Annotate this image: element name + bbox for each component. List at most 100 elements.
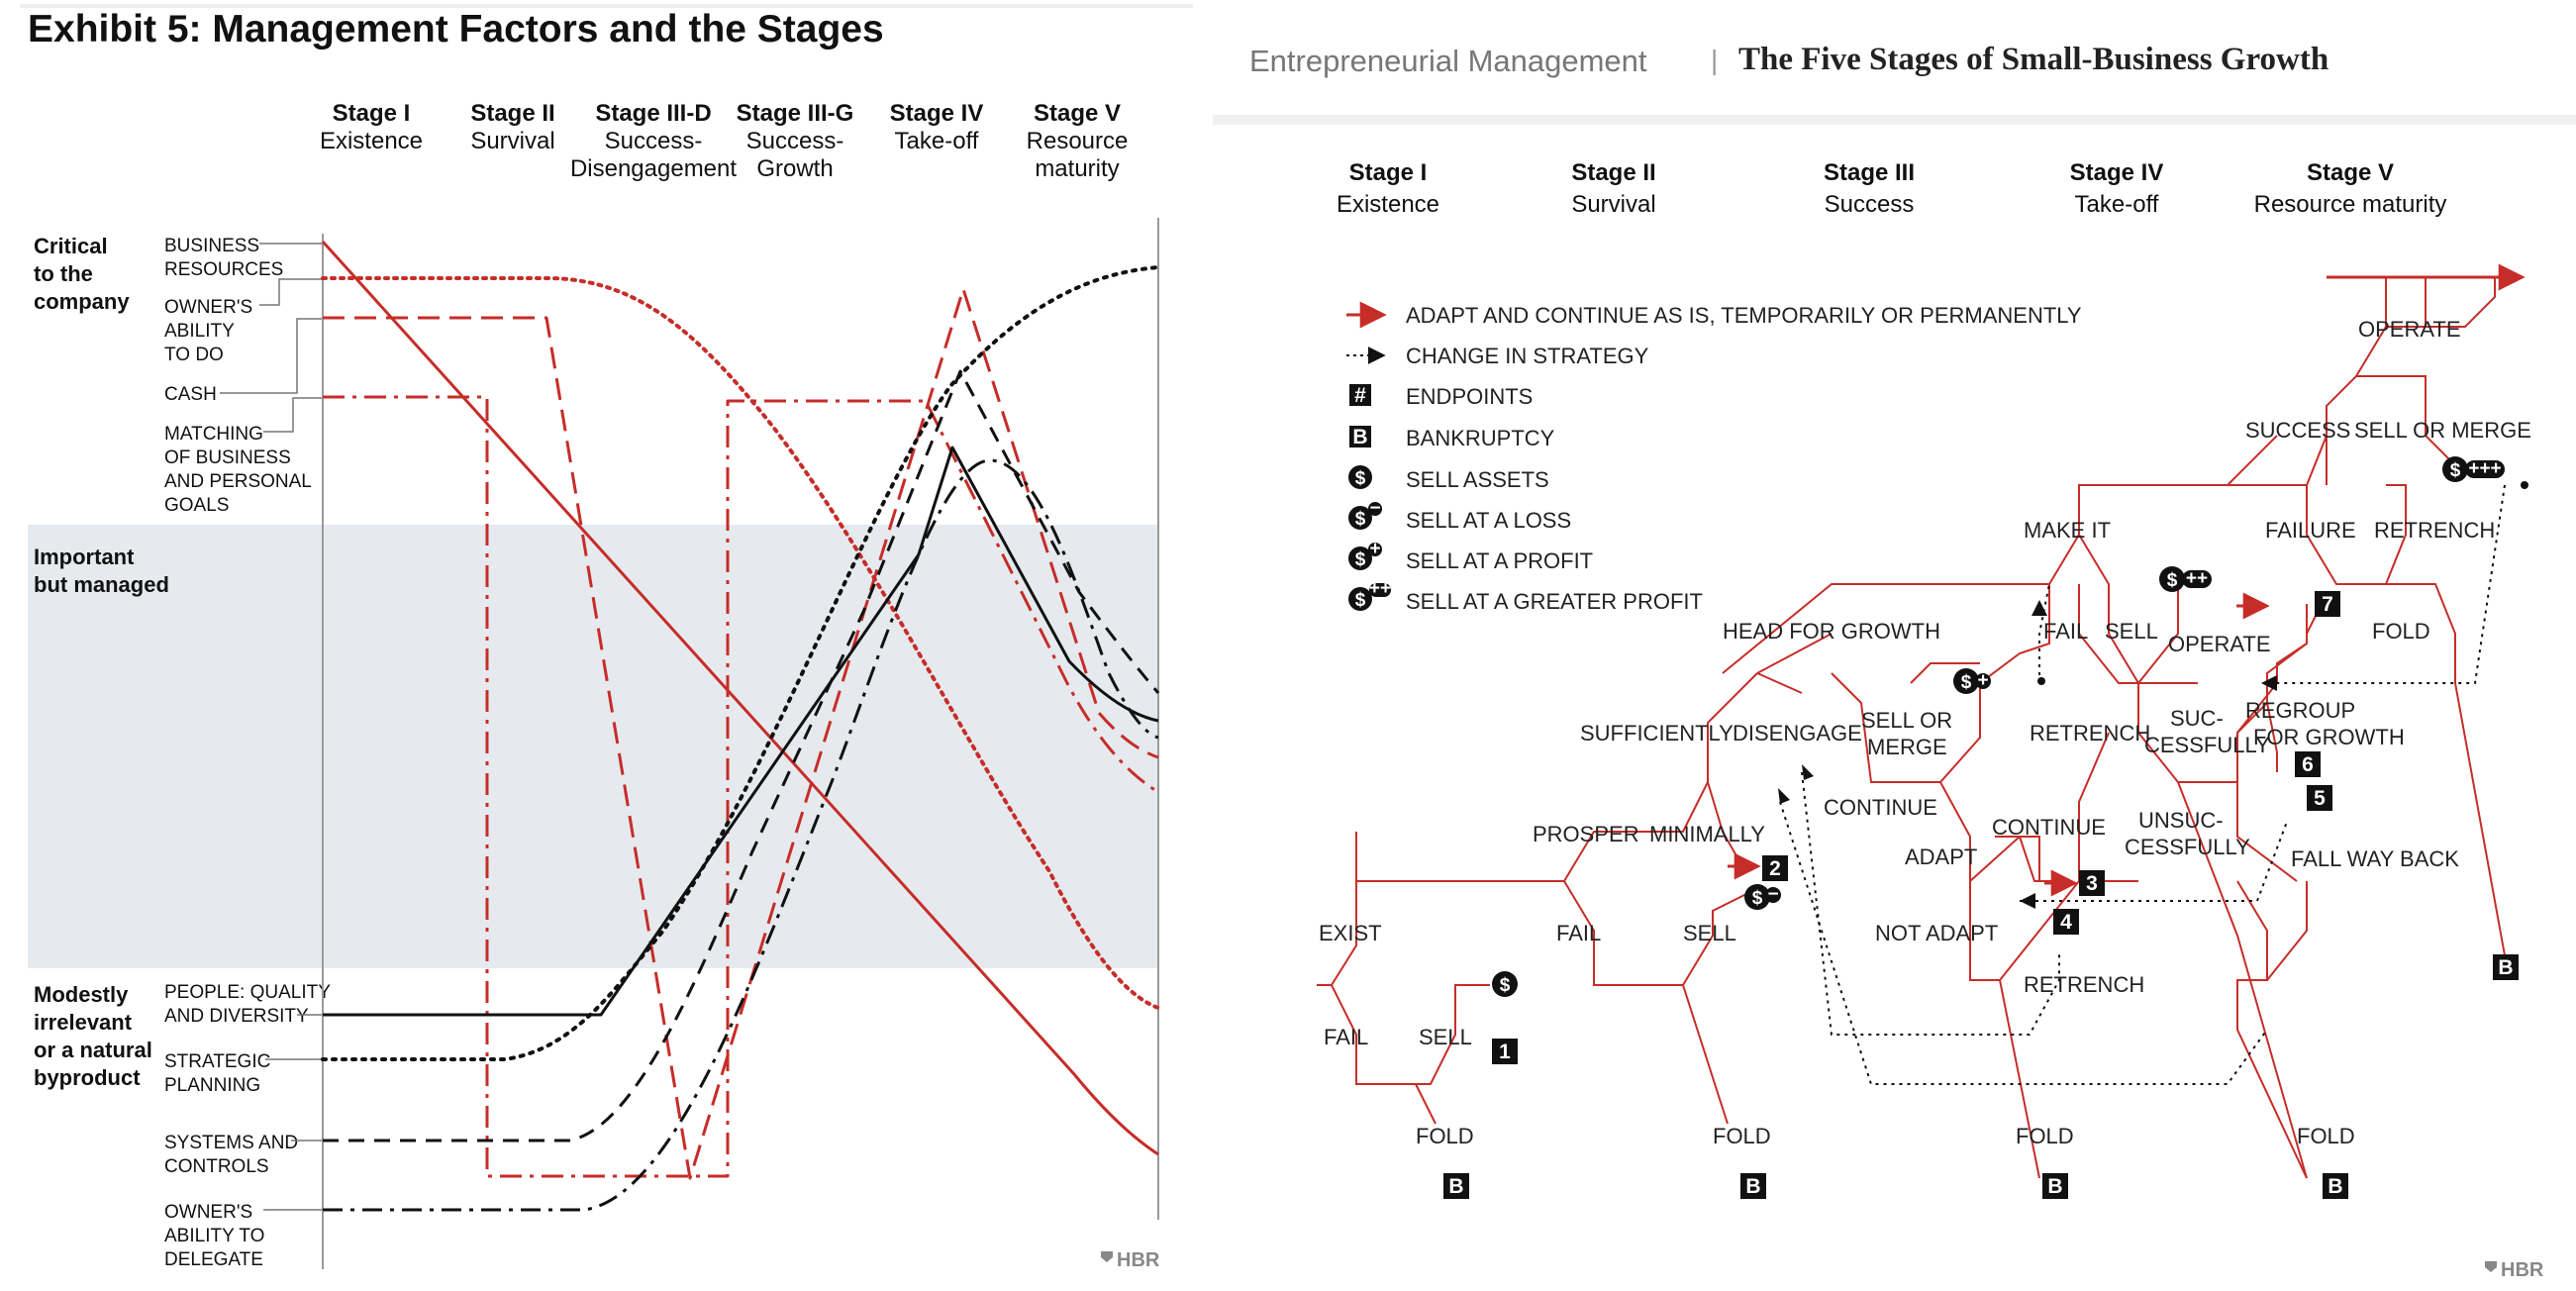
node-operate-1: OPERATE [2168, 632, 2271, 656]
node-fold-1: FOLD [1416, 1124, 1474, 1148]
growth-stage-iii-sub: Success [1825, 191, 1915, 218]
factor-owners-ability-3: TO DO [164, 345, 224, 365]
bankruptcy-4: B [2328, 1175, 2342, 1198]
sell-greater-marker-icon [2159, 566, 2185, 592]
node-successfully-1: SUC- [2170, 706, 2224, 731]
dotted-arrowhead-5-icon [2261, 675, 2277, 691]
node-adapt: ADAPT [1905, 844, 1977, 869]
section-label: Entrepreneurial Management [1249, 44, 1647, 78]
dotted-origin-dot-1 [2037, 677, 2045, 685]
sell-markers: $ $ − $ + $ ++ $ +++ [1492, 456, 2505, 997]
growth-stage-iv-sub: Take-off [2075, 191, 2159, 218]
node-sell-2: SELL [1683, 921, 1736, 945]
node-continue-1: CONTINUE [1824, 795, 1937, 820]
node-operate-2: OPERATE [2358, 317, 2461, 342]
tree-prosper [1563, 633, 1833, 882]
node-unsuccessfully-2: CESSFULLY [2125, 835, 2250, 859]
red-arrows [1728, 263, 2526, 897]
node-head-for-growth: HEAD FOR GROWTH [1723, 619, 1940, 644]
stage-i-subtitle: Existence [320, 128, 423, 154]
strategy-change-lines [1779, 484, 2506, 1085]
bankruptcy-2-icon [1740, 1173, 1766, 1199]
sell-greatest-marker-icon [2442, 456, 2468, 482]
legend-sell-profit-sign: + [1369, 539, 1380, 559]
bankruptcy-4-icon [2323, 1173, 2348, 1199]
endpoint-3-icon [2079, 870, 2105, 896]
dotted-make-it [2038, 583, 2050, 683]
stage-v-subtitle-1: Resource [1027, 128, 1129, 154]
growth-stage-ii: Stage II [1571, 159, 1655, 186]
legend-sell-at-loss: SELL AT A LOSS [1406, 508, 1571, 533]
node-fold-3: FOLD [2016, 1124, 2074, 1148]
factor-people-2: AND DIVERSITY [164, 1006, 309, 1027]
factor-matching-4: GOALS [164, 495, 229, 516]
factor-delegate-2: ABILITY TO [164, 1226, 264, 1246]
factor-strategic-2: PLANNING [164, 1075, 260, 1096]
node-fail-3: FAIL [2043, 619, 2088, 644]
node-retrench-1: RETRENCH [2024, 972, 2144, 997]
row-critical-1: Critical [34, 234, 108, 258]
stage-iii-d-header: Stage III-D [595, 100, 711, 127]
tree-stage-i [1317, 832, 1490, 1125]
sell-greatest-badge: +++ [2468, 458, 2501, 479]
endpoint-3: 3 [2086, 872, 2098, 895]
row-modest-2: irrelevant [34, 1010, 133, 1035]
stage-headers: Stage I Existence Stage II Survival Stag… [320, 100, 1128, 182]
tree-stage-ii [1356, 880, 1753, 1125]
node-success: SUCCESS [2245, 418, 2350, 443]
node-failure: FAILURE [2265, 518, 2356, 543]
dotted-arrowhead-3-icon [2020, 893, 2035, 909]
factor-owners-ability-2: ABILITY [164, 321, 235, 342]
growth-stage-i: Stage I [1349, 159, 1428, 186]
sell-greater-marker: $ [2167, 570, 2178, 591]
curve-cash [323, 287, 1159, 1180]
node-make-it: MAKE IT [2024, 518, 2111, 543]
sell-profit-marker: $ [1961, 672, 1972, 693]
dotted-retrench-back [2020, 821, 2288, 902]
curve-delegate [323, 458, 1159, 1212]
factor-systems-2: CONTROLS [164, 1156, 269, 1177]
node-sell-or-merge-top: SELL OR MERGE [2354, 418, 2531, 443]
factor-business-resources-2: RESOURCES [164, 259, 283, 280]
legend-endpoint-icon [1349, 384, 1371, 406]
factor-leaders [220, 243, 323, 1211]
legend-bankruptcy-glyph: B [1352, 426, 1367, 448]
legend-sell-greater-badge [1369, 583, 1391, 597]
node-regroup-2: FOR GROWTH [2253, 725, 2405, 749]
leader-owners-ability [259, 278, 323, 306]
endpoint-1-icon [1492, 1039, 1518, 1064]
sell-greater-badge-icon [2182, 570, 2212, 588]
stage-iii-g-subtitle-1: Success- [746, 128, 844, 154]
factor-matching-1: MATCHING [164, 424, 263, 445]
node-disengage: DISENGAGE [1733, 721, 1862, 745]
curve-owners-ability [321, 276, 1160, 1010]
node-retrench-2: RETRENCH [2030, 721, 2150, 745]
row-modest-3: or a natural [34, 1038, 152, 1062]
legend-sell-loss-badge [1368, 502, 1382, 516]
node-successfully-2: CESSFULLY [2144, 733, 2270, 757]
sell-assets-marker: $ [1500, 975, 1511, 996]
endpoint-4: 4 [2060, 911, 2072, 934]
curve-matching [323, 395, 1159, 1178]
exhibit-5-panel: Exhibit 5: Management Factors and the St… [20, 4, 1193, 1271]
tree-retrench [2137, 604, 2308, 1179]
row-critical-2: to the [34, 261, 93, 286]
bankruptcy-markers: B B B B B [1443, 954, 2519, 1199]
factor-delegate-1: OWNER'S [164, 1202, 252, 1223]
dotted-arrowhead-1-icon [1778, 788, 1790, 804]
node-continue-2: CONTINUE [1992, 815, 2106, 840]
legend-sell-assets-icon [1348, 465, 1372, 489]
article-title: The Five Stages of Small-Business Growth [1738, 42, 2328, 77]
node-sufficiently: SUFFICIENTLY [1580, 721, 1734, 745]
bankruptcy-1: B [1448, 1175, 1463, 1198]
legend-bankruptcy: BANKRUPTCY [1406, 426, 1555, 450]
sell-greatest-badge-icon [2465, 460, 2505, 478]
endpoint-6: 6 [2302, 753, 2314, 776]
stage-iii-g-header: Stage III-G [737, 100, 854, 127]
sell-greatest-marker: $ [2450, 460, 2461, 481]
endpoint-5-icon [2307, 785, 2332, 811]
growth-stage-ii-sub: Survival [1571, 191, 1655, 218]
sell-assets-marker-icon [1492, 971, 1518, 997]
curve-people [323, 446, 1159, 1017]
legend-sell-profit-glyph: $ [1355, 549, 1366, 570]
